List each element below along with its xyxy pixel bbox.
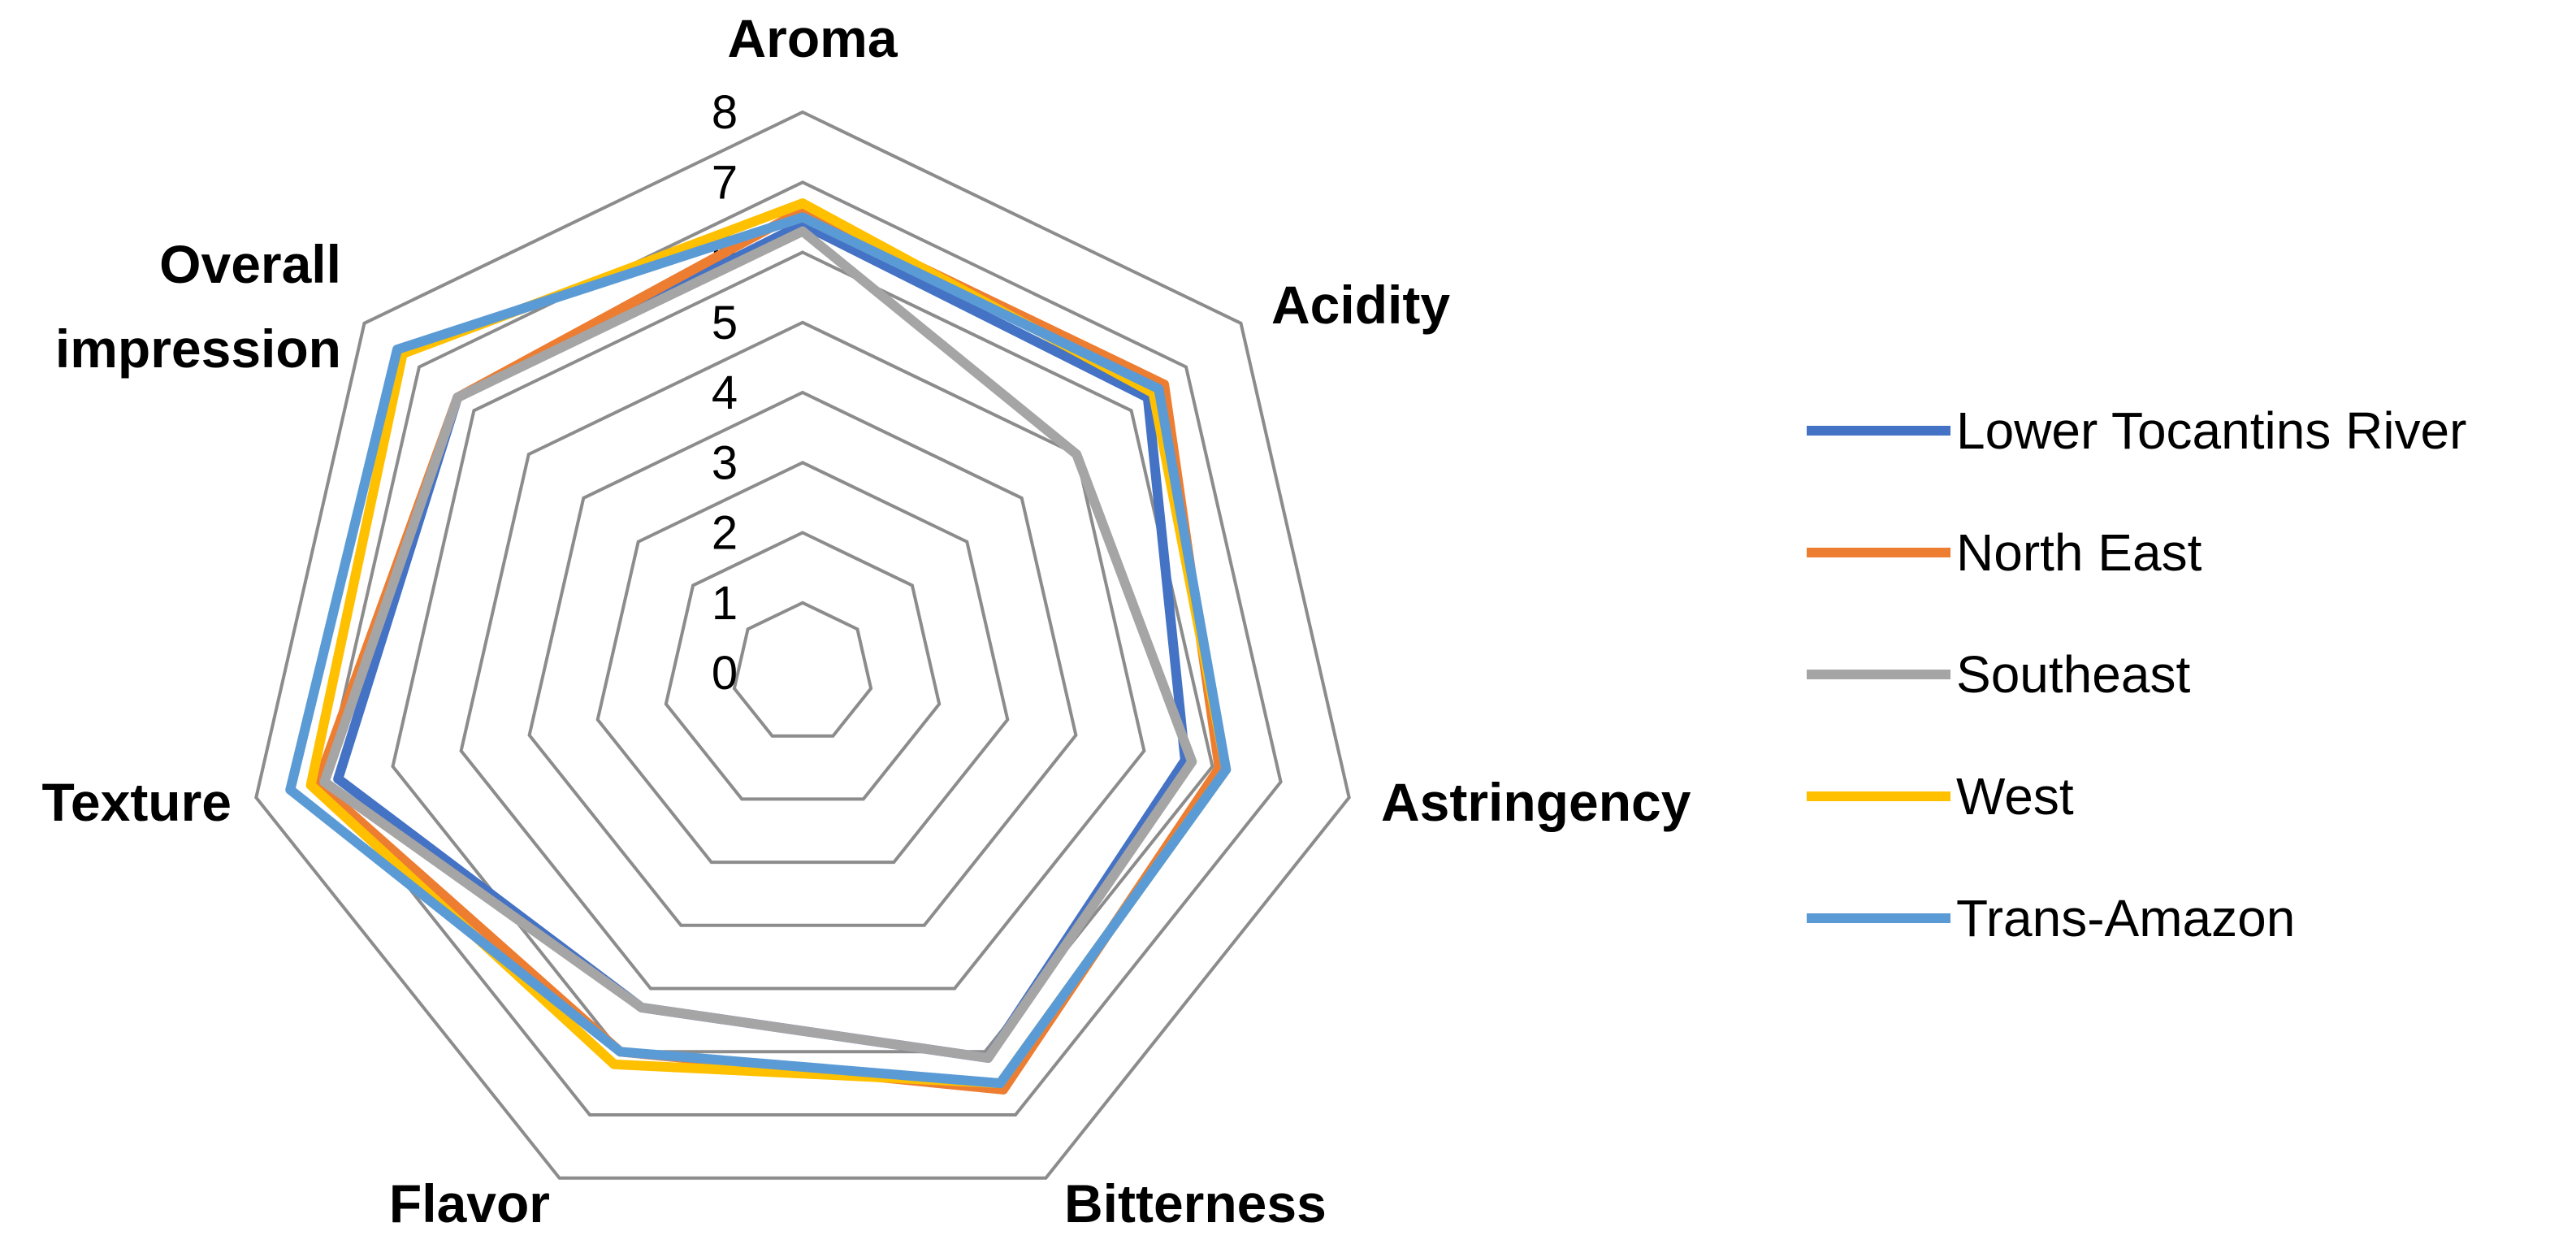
axis-label: Flavor [389, 1173, 550, 1233]
tick-label: 0 [712, 647, 738, 700]
series-north-east [313, 205, 1224, 1095]
series-trans-amazon [285, 212, 1232, 1089]
grid-ring-6 [391, 250, 1214, 1054]
legend-label-west: West [1956, 767, 2074, 826]
axis-label: Aroma [727, 8, 898, 68]
axis-label: Texture [41, 772, 232, 832]
grid-ring-3 [595, 461, 1010, 865]
axis-label: Bitterness [1064, 1173, 1327, 1233]
tick-label: 4 [712, 366, 738, 419]
legend-label-north-east: North East [1956, 523, 2202, 582]
grid-ring-7 [323, 180, 1283, 1116]
tick-label: 5 [712, 297, 738, 349]
legend-label-lower-tocantins-river: Lower Tocantins River [1956, 401, 2466, 460]
grid-ring-5 [459, 320, 1146, 991]
tick-label: 2 [712, 507, 738, 560]
grid-ring-2 [664, 531, 942, 801]
grid-ring-8 [254, 110, 1351, 1180]
series-southeast [319, 226, 1197, 1063]
axis-label: Overall [159, 234, 341, 294]
axis-label: Astringency [1381, 772, 1691, 832]
grid-layer [254, 110, 1351, 1180]
axis-label: Acidity [1271, 275, 1450, 335]
axis-label: impression [55, 319, 341, 379]
tick-label: 8 [712, 86, 738, 139]
series-layer [285, 198, 1232, 1095]
grid-ring-4 [527, 390, 1078, 927]
tick-label: 1 [712, 577, 738, 630]
grid-ring-1 [732, 600, 873, 738]
tick-label: 3 [712, 436, 738, 489]
series-west [305, 198, 1232, 1089]
tick-label: 7 [712, 156, 738, 209]
legend-label-southeast: Southeast [1956, 645, 2190, 704]
legend-label-trans-amazon: Trans-Amazon [1956, 889, 2295, 947]
